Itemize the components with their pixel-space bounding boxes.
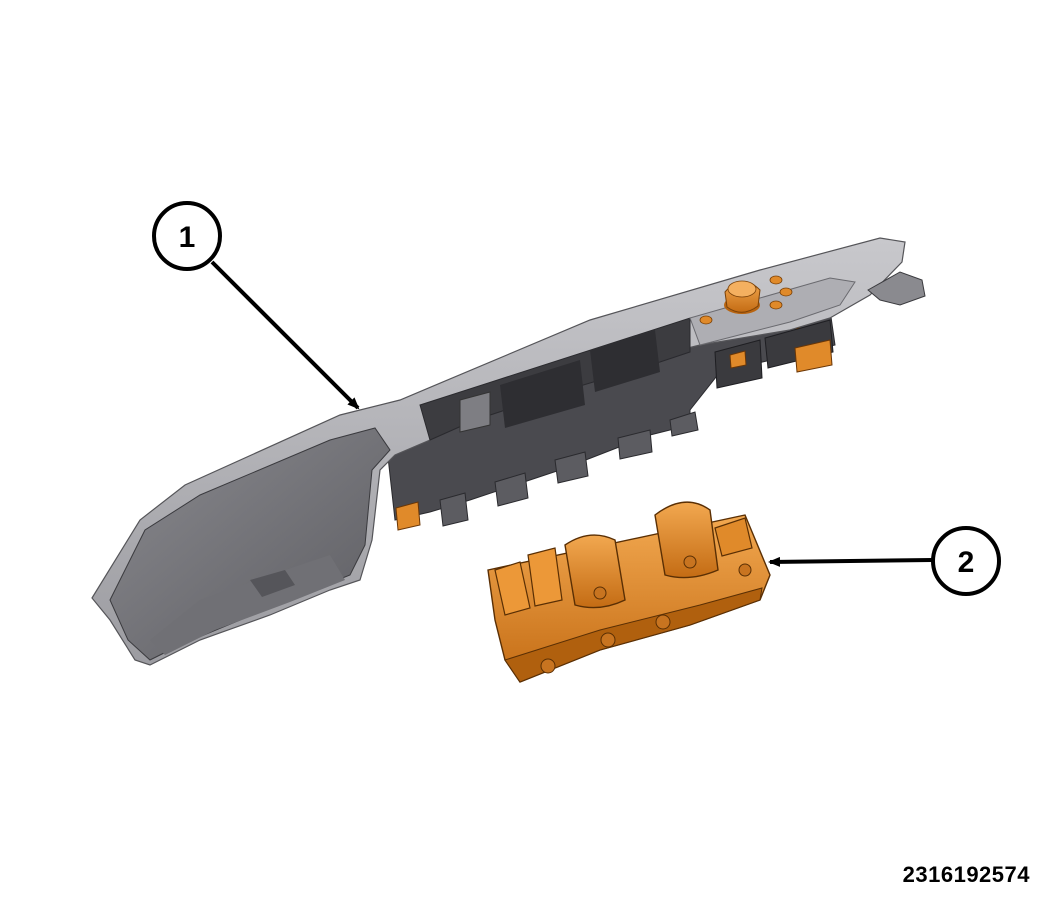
bezel-connector-3 <box>794 339 833 373</box>
callout-1-label: 1 <box>179 221 196 254</box>
bezel-tab-3 <box>554 451 589 484</box>
bezel-window-slot-3 <box>590 330 660 392</box>
bezel-pull-cup-floor <box>150 555 345 655</box>
callout-2: 2 <box>931 526 1001 596</box>
switch-rocker-4 <box>654 501 719 579</box>
armrest-bezel <box>91 237 926 666</box>
callout-2-label: 2 <box>958 546 975 579</box>
bezel-connector-4 <box>729 350 747 369</box>
mirror-indicator-3 <box>769 300 783 310</box>
switch-boss-4 <box>593 586 607 600</box>
bezel-mirror-panel <box>689 277 856 346</box>
mirror-indicator-2 <box>779 287 793 297</box>
leader-arrow-1 <box>210 260 360 410</box>
bezel-tab-2 <box>494 472 529 507</box>
switch-boss-3 <box>655 614 671 630</box>
figure-number: 2316192574 <box>902 862 1030 887</box>
bezel-pull-cup <box>109 427 391 661</box>
bezel-window-slot-1 <box>459 391 491 433</box>
window-switch-module <box>487 501 771 683</box>
switch-boss-2 <box>600 632 616 648</box>
callout-1-circle-icon <box>152 201 222 271</box>
bezel-tab-4 <box>617 429 653 460</box>
callout-2-circle-icon <box>931 526 1001 596</box>
bezel-tail-hook <box>867 271 926 306</box>
switch-rocker-1 <box>494 561 531 616</box>
callout-1: 1 <box>152 201 222 271</box>
bezel-pocket-notch <box>250 570 295 597</box>
bezel-tab-5 <box>669 411 699 437</box>
bezel-clip <box>395 501 421 531</box>
bezel-window-slot-2 <box>500 360 585 428</box>
mirror-indicator-1 <box>769 275 783 285</box>
switch-boss-1 <box>540 658 556 674</box>
switch-boss-6 <box>738 563 752 577</box>
switch-rocker-2 <box>527 547 563 607</box>
switch-boss-5 <box>683 555 697 569</box>
bezel-tab-1 <box>439 492 469 527</box>
mirror-knob-top <box>727 280 757 298</box>
switch-lock-button <box>714 517 753 557</box>
mirror-indicator-4 <box>699 315 713 325</box>
leader-arrow-2 <box>768 556 933 567</box>
switch-rocker-3 <box>564 534 626 609</box>
